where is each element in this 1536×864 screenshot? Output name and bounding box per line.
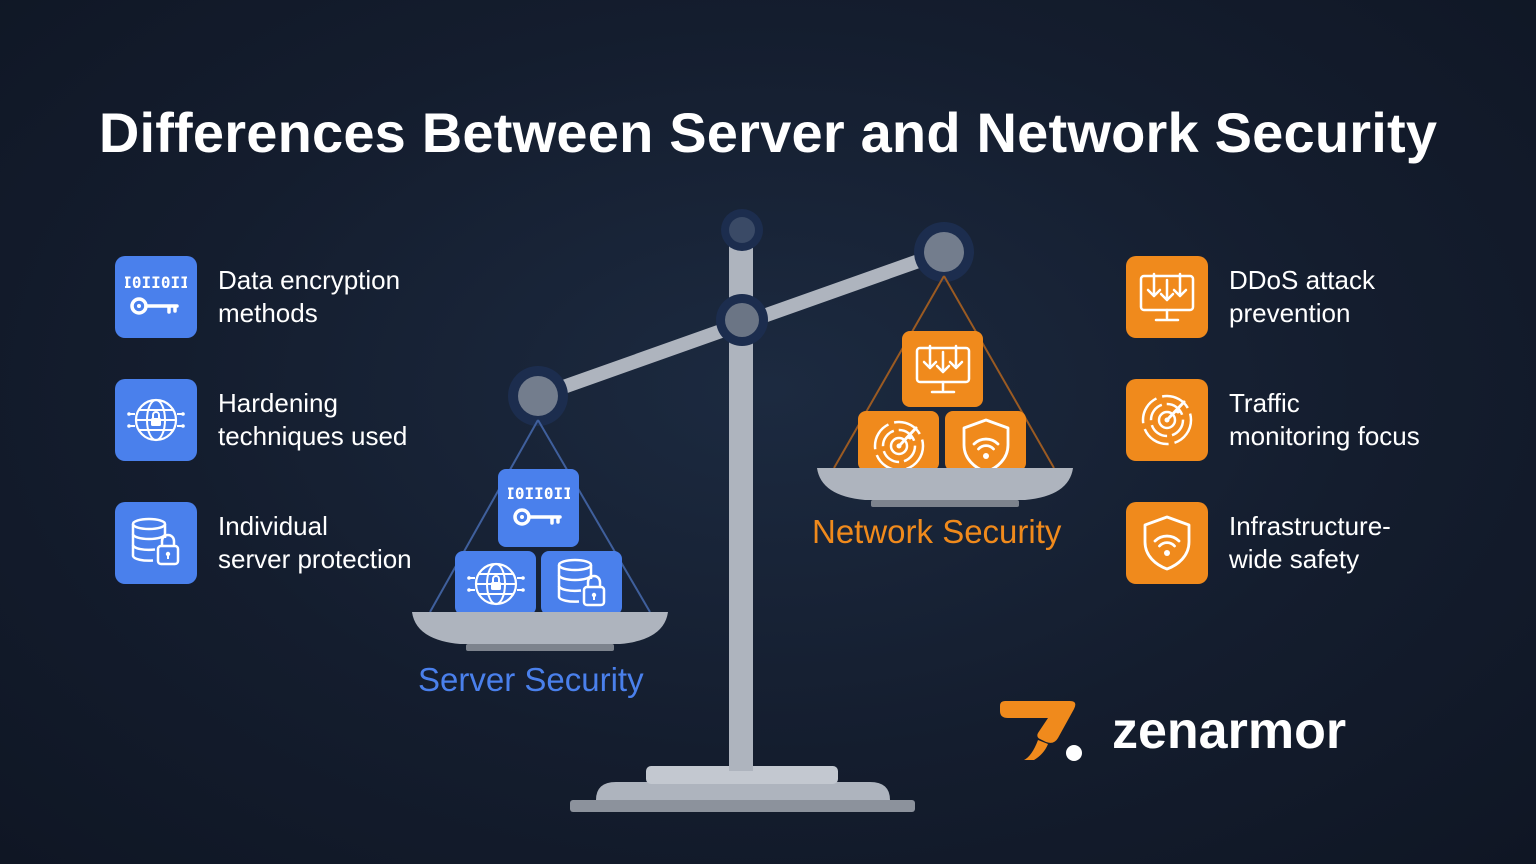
network-feature-ddos: DDoS attack prevention bbox=[1126, 256, 1469, 338]
monitor-download-icon bbox=[1126, 256, 1208, 338]
radar-icon bbox=[1126, 379, 1208, 461]
feature-label: Individual server protection bbox=[218, 511, 412, 574]
left-pan-string bbox=[429, 419, 539, 613]
left-pan-string bbox=[537, 419, 651, 613]
feature-label: DDoS attack prevention bbox=[1229, 265, 1375, 328]
left-pan bbox=[412, 612, 668, 644]
globe-circuit-lock-icon bbox=[115, 379, 197, 461]
feature-label: Traffic monitoring focus bbox=[1229, 388, 1420, 451]
right-pan-string bbox=[833, 275, 945, 469]
server-feature-encryption: Data encryption methods bbox=[115, 256, 458, 338]
feature-label: Infrastructure- wide safety bbox=[1229, 511, 1391, 574]
right-pan-string bbox=[943, 275, 1055, 469]
scale-base bbox=[596, 782, 890, 800]
binary-key-icon bbox=[115, 256, 197, 338]
network-feature-infrastructure: Infrastructure- wide safety bbox=[1126, 502, 1469, 584]
server-feature-protection: Individual server protection bbox=[115, 502, 458, 584]
scale-base-plate bbox=[570, 800, 915, 812]
server-box-stack bbox=[455, 469, 622, 615]
database-lock-icon bbox=[115, 502, 197, 584]
feature-label: Hardening techniques used bbox=[218, 388, 408, 451]
zenarmor-logo-text: zenarmor bbox=[1112, 702, 1347, 760]
server-box bbox=[498, 469, 579, 547]
server-feature-hardening: Hardening techniques used bbox=[115, 379, 458, 461]
page-title: Differences Between Server and Network S… bbox=[98, 101, 1438, 164]
network-feature-traffic: Traffic monitoring focus bbox=[1126, 379, 1469, 461]
right-pan bbox=[817, 468, 1073, 500]
zenarmor-logo: zenarmor bbox=[996, 698, 1346, 764]
network-box-stack bbox=[858, 331, 1026, 472]
network-security-label: Network Security bbox=[812, 513, 1062, 550]
server-security-label: Server Security bbox=[418, 661, 644, 698]
zenarmor-logo-mark bbox=[1000, 701, 1082, 761]
scale-base-top bbox=[646, 766, 838, 784]
feature-label: Data encryption methods bbox=[218, 265, 401, 328]
wifi-shield-icon bbox=[1126, 502, 1208, 584]
